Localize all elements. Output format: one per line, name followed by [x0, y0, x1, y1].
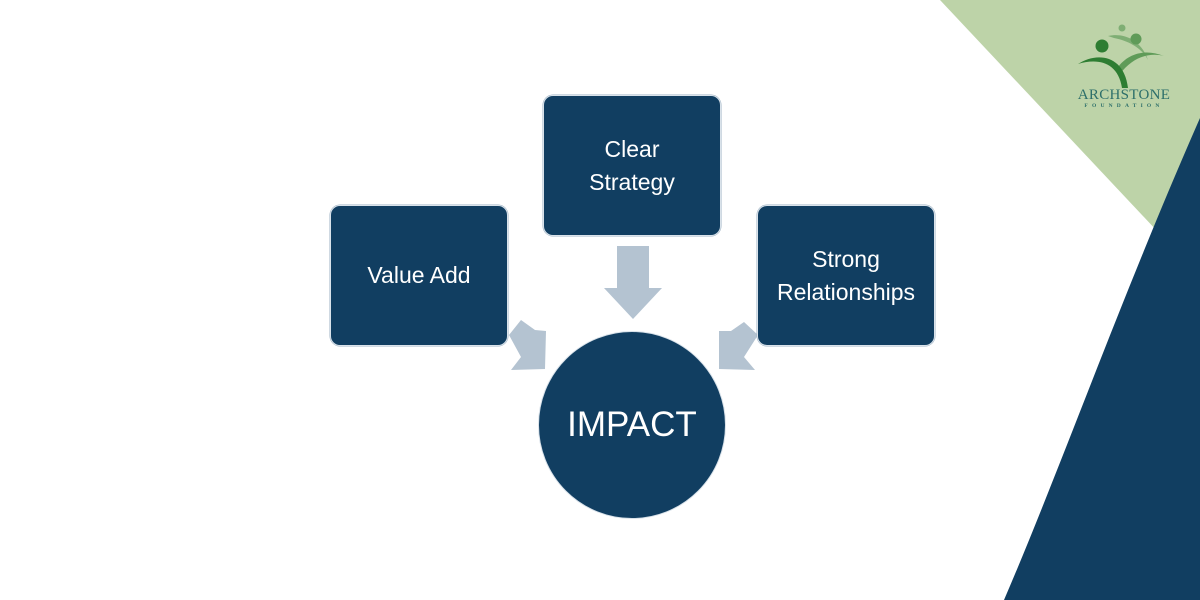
arrow-value-add: [509, 320, 546, 370]
node-clear-strategy: Clear Strategy: [543, 95, 721, 236]
node-clear-strategy-label: Clear Strategy: [589, 135, 675, 195]
node-strong-relationships: Strong Relationships: [757, 205, 935, 346]
impact-circle: IMPACT: [538, 331, 726, 519]
node-strong-relationships-label: Strong Relationships: [776, 245, 916, 305]
node-value-add: Value Add: [330, 205, 508, 346]
people-arch-icon: [1078, 24, 1164, 88]
node-value-add-label: Value Add: [367, 262, 471, 288]
logo-subtitle: FOUNDATION: [1084, 103, 1164, 109]
navy-corner-panel: [1004, 118, 1200, 600]
impact-label: IMPACT: [567, 405, 697, 444]
logo-name: ARCHSTONE: [1077, 87, 1171, 103]
arrow-clear-strategy: [604, 246, 662, 319]
arrow-strong-relationships: [719, 322, 758, 370]
arrows: [509, 246, 758, 370]
